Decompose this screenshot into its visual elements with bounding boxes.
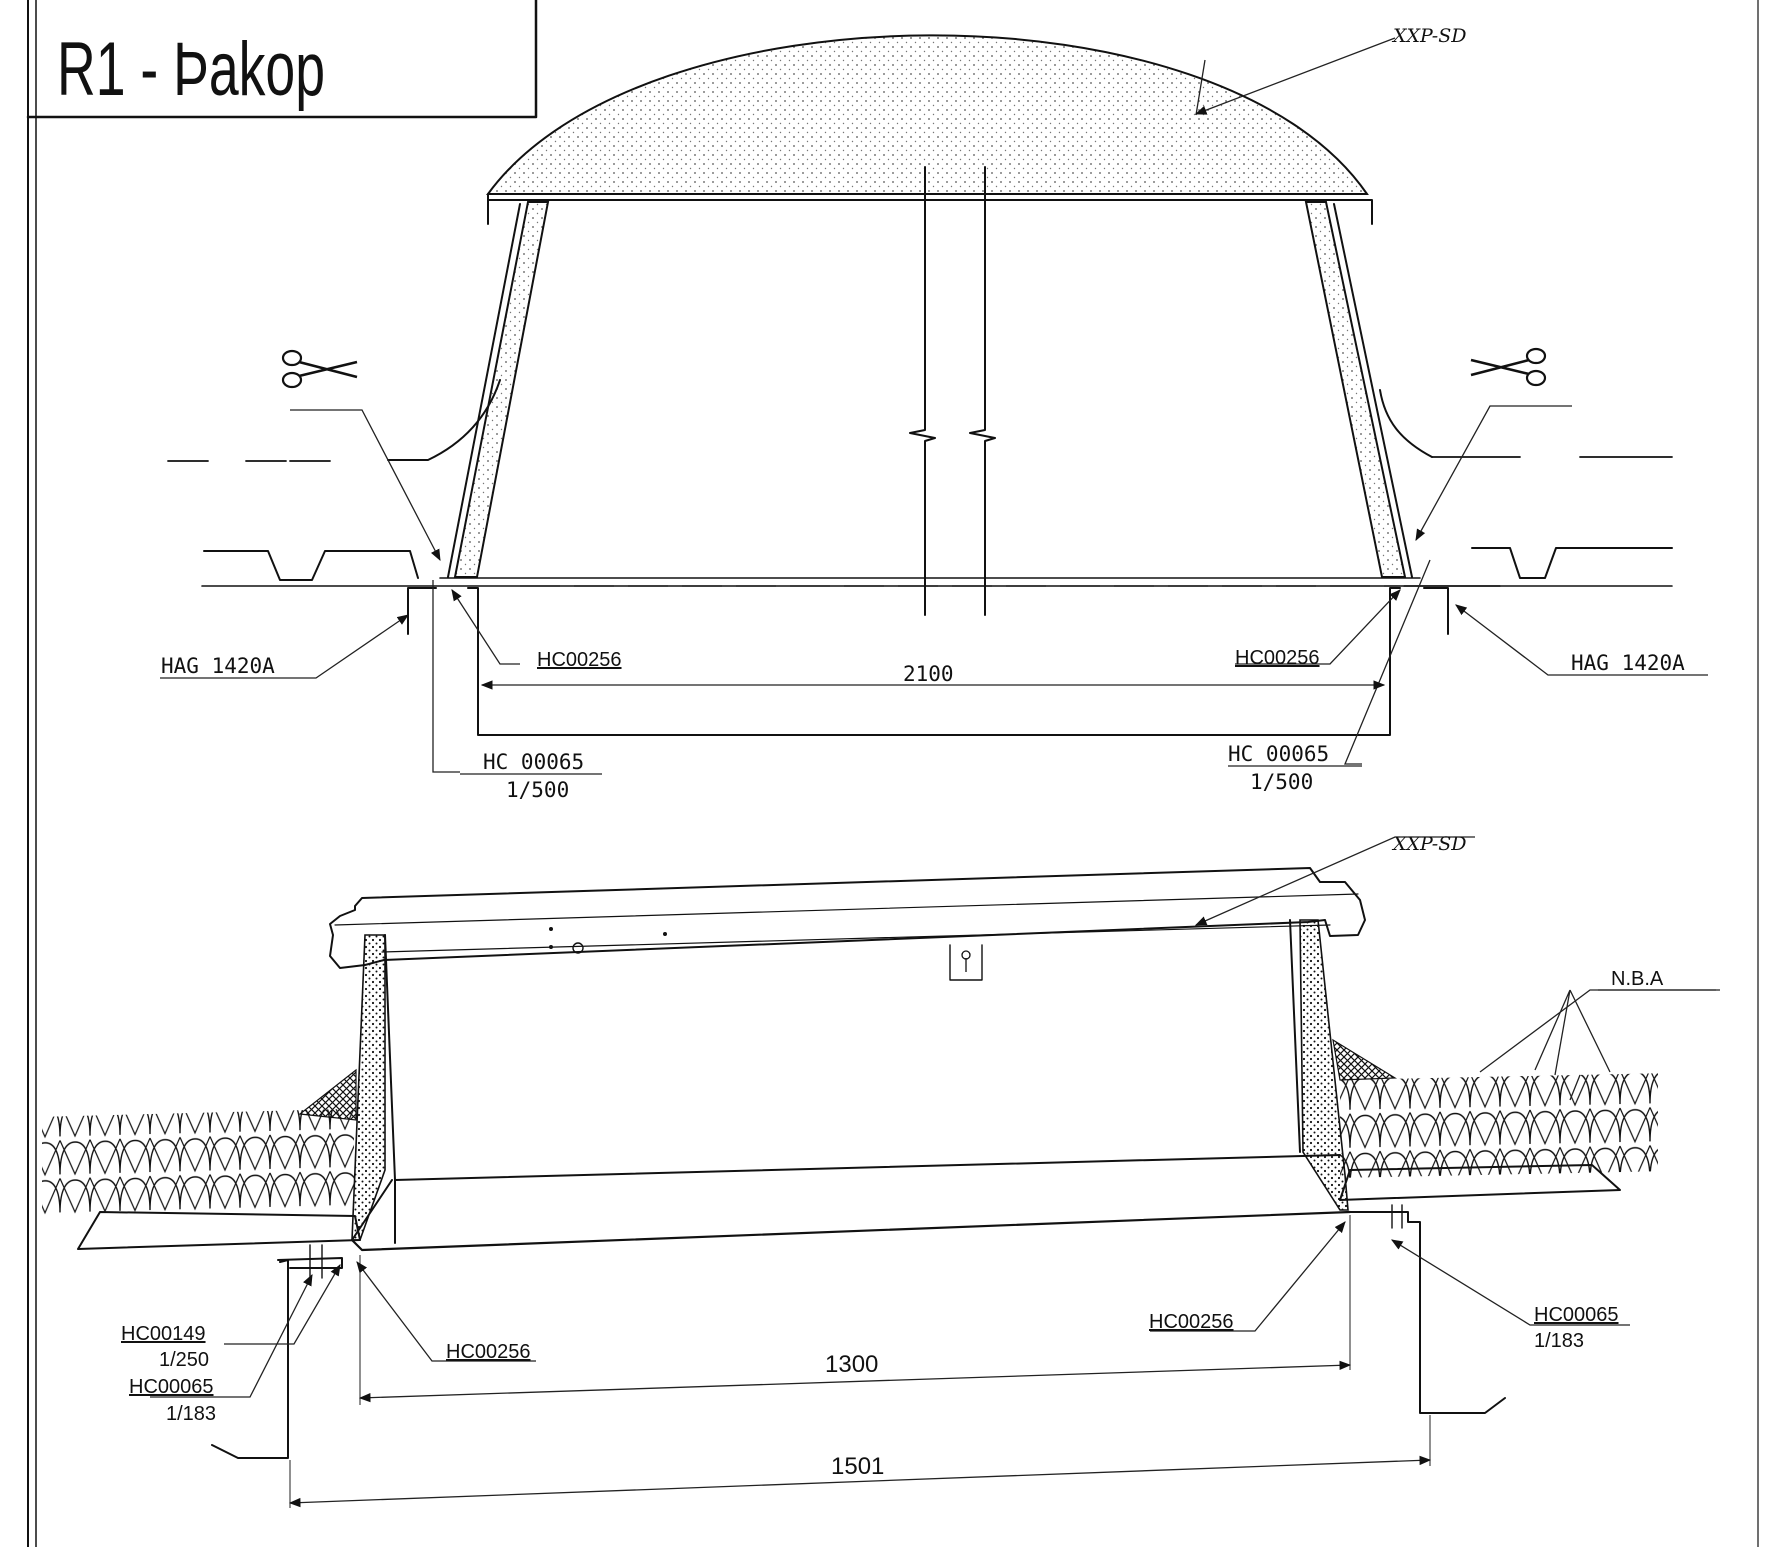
fastener1-ratio-left: 1/250 (159, 1349, 209, 1371)
insulation-left (42, 1108, 354, 1215)
title-block: R1 - Þakop (26, 0, 538, 119)
right-curb-insulation (1299, 919, 1349, 1211)
bottom-section: XXP-SD N.B.A HC00256 HC00256 HC00149 1/2… (42, 833, 1720, 1508)
fastener2-ratio-left: 1/183 (166, 1403, 216, 1425)
mesh-tape-right (1332, 1038, 1398, 1081)
fastener2-code-left: HC00065 (129, 1376, 214, 1398)
dimension-1300: 1300 (825, 1351, 878, 1378)
fastener-ratio-left: 1/500 (506, 778, 569, 802)
dimension-1501: 1501 (831, 1453, 884, 1480)
scissors-icon (281, 349, 358, 389)
fastener-code-left: HC 00065 (483, 750, 584, 774)
drawing-title: R1 - Þakop (57, 27, 325, 112)
top-section: XXP-SD HAG 1420A HAG 1420A HC00256 HC002… (160, 25, 1708, 802)
fastener-code-right-bottom: HC00065 (1534, 1304, 1619, 1326)
profile-label-right-bottom: HC00256 (1149, 1311, 1234, 1333)
dimension-2100: 2100 (903, 662, 954, 686)
left-curb-insulation (351, 934, 386, 1241)
flashing-label-left: HAG 1420A (161, 654, 275, 678)
profile-label-left: HC00256 (537, 649, 622, 671)
flashing-label-right: HAG 1420A (1571, 651, 1685, 675)
dome (486, 34, 1369, 195)
roof-deck-left (167, 379, 1501, 635)
break-line (909, 166, 996, 616)
insulation-label: N.B.A (1611, 968, 1664, 990)
profile-label-left-bottom: HC00256 (446, 1341, 531, 1363)
left-curb (453, 201, 550, 578)
roof-deck-right (1379, 389, 1673, 635)
dome-label: XXP-SD (1391, 25, 1466, 47)
fastener-ratio-right: 1/500 (1250, 770, 1313, 794)
scissors-icon (1470, 347, 1547, 387)
fastener-code-right: HC 00065 (1228, 742, 1329, 766)
hatch-label: XXP-SD (1391, 833, 1466, 855)
profile-label-right: HC00256 (1235, 647, 1320, 669)
right-curb (1304, 201, 1407, 578)
page-frame (27, 0, 1759, 1547)
fastener-ratio-right-bottom: 1/183 (1534, 1330, 1584, 1352)
insulation-right (1340, 1073, 1658, 1178)
fastener1-code-left: HC00149 (121, 1323, 206, 1345)
